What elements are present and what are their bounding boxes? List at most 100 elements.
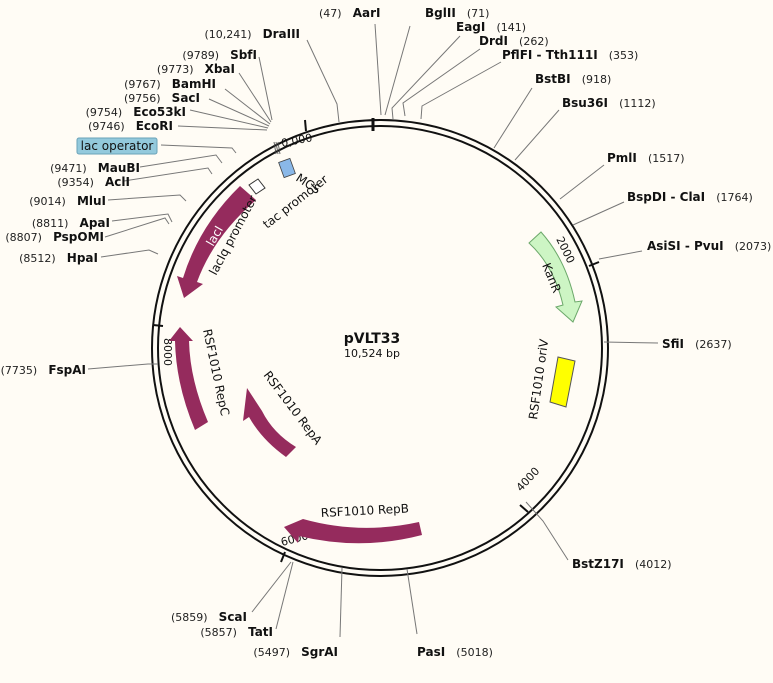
site-name-drdi: DrdI [479,34,508,48]
site-pos-eco53ki: (9754) [86,106,123,119]
site-pos-bamhi: (9767) [124,78,161,91]
site-saci[interactable]: (9756) SacI [124,87,200,106]
site-pmli[interactable]: PmlI (1517) [607,147,685,166]
site-eco53ki[interactable]: (9754) Eco53kI [86,101,186,120]
site-pos-mlui: (9014) [29,195,66,208]
site-ecori[interactable]: (9746) EcoRI [88,115,173,134]
lac-operator-box[interactable] [76,137,158,155]
site-pos-ecori: (9746) [88,120,125,133]
site-pos-apai: (8811) [32,217,69,230]
site-name-hpai: HpaI [67,251,98,265]
lac-operator-label: lac operator [81,139,154,153]
site-name-sfii: SfiI [662,337,684,351]
mcs-cut-ticks [273,141,281,155]
site-pasi[interactable]: PasI (5018) [417,641,493,660]
ori-label: RSF1010 oriV [526,337,551,420]
site-acli[interactable]: (9354) AclI [57,171,130,190]
site-sgrai[interactable]: (5497) SgrAI [253,641,338,660]
site-name-maubi: MauBI [98,161,140,175]
site-labels: (10,241) DraIII (9789) SbfI (9773) XbaI … [1,2,772,660]
site-pos-aari: (47) [319,7,342,20]
site-bsu36i[interactable]: Bsu36I (1112) [562,92,656,111]
site-pflfi-tth111i[interactable]: PflFI - Tth111I (353) [502,44,638,63]
site-name-acli: AclI [105,175,130,189]
site-tati[interactable]: (5857) TatI [200,621,273,640]
site-pos-scai: (5859) [171,611,208,624]
kanr-arrow[interactable] [528,231,583,323]
site-bspdi-clai[interactable]: BspDI - ClaI (1764) [627,186,753,205]
plasmid-backbone [151,119,609,577]
site-pos-bsu36i: (1112) [619,97,656,110]
site-apai[interactable]: (8811) ApaI [32,212,110,231]
site-drdi[interactable]: DrdI (262) [479,30,549,49]
site-pos-draiii: (10,241) [204,28,251,41]
site-pos-sgrai: (5497) [253,646,290,659]
site-name-xbai: XbaI [205,62,235,76]
tick-label-4000: 4000 [514,465,543,494]
site-mlui[interactable]: (9014) MluI [29,190,106,209]
site-name-eagi: EagI [456,20,485,34]
site-scai[interactable]: (5859) ScaI [171,606,247,625]
site-pos-sfii: (2637) [695,338,732,351]
site-pos-saci: (9756) [124,92,161,105]
site-pos-sbfi: (9789) [182,49,219,62]
site-name-eco53ki: Eco53kI [133,105,186,119]
site-pos-bspdi-clai: (1764) [716,191,753,204]
site-xbai[interactable]: (9773) XbaI [157,58,235,77]
site-name-tati: TatI [248,625,273,639]
site-pos-pasi: (5018) [456,646,493,659]
site-name-apai: ApaI [80,216,110,230]
site-name-pflfi-tth111i: PflFI - Tth111I [502,48,598,62]
site-sfii[interactable]: SfiI (2637) [662,333,732,352]
site-name-asisi-pvui: AsiSI - PvuI [647,239,724,253]
repb-label: RSF1010 RepB [320,501,409,520]
site-pos-pspomi: (8807) [5,231,42,244]
site-draiii[interactable]: (10,241) DraIII [204,23,300,42]
site-name-sgrai: SgrAI [301,645,338,659]
site-sbfi[interactable]: (9789) SbfI [182,44,257,63]
tick-mark-8000 [152,324,164,327]
site-pspomi[interactable]: (8807) PspOMI [5,226,104,245]
site-name-bstbi: BstBI [535,72,571,86]
site-bglii[interactable]: BglII (71) [425,2,489,21]
site-name-pmli: PmlI [607,151,637,165]
site-name-ecori: EcoRI [136,119,173,133]
tick-mark-0 [304,119,307,132]
site-name-bamhi: BamHI [172,77,216,91]
tick-label-0: 0,000 [280,131,313,150]
ori-block[interactable] [549,356,576,408]
site-pos-drdi: (262) [519,35,549,48]
laci-arrow[interactable] [177,186,256,298]
site-aari[interactable]: (47) AarI [319,2,380,21]
site-bstz17i[interactable]: BstZ17I (4012) [572,553,672,572]
repb-arrow[interactable] [284,519,422,544]
site-pos-bstz17i: (4012) [635,558,672,571]
site-name-bsu36i: Bsu36I [562,96,608,110]
mcs-block[interactable] [278,157,296,179]
plasmid-length: 10,524 bp [344,347,400,360]
tick-mark-4000 [519,504,529,513]
site-name-sbfi: SbfI [230,48,257,62]
site-connectors [87,23,659,638]
site-name-bglii: BglII [425,6,456,20]
site-name-pasi: PasI [417,645,445,659]
site-pos-asisi-pvui: (2073) [735,240,772,253]
site-name-aari: AarI [353,6,381,20]
repc-arrow[interactable] [169,327,208,430]
tick-label-8000: 8000 [161,338,174,366]
repa-arrow[interactable] [243,388,296,457]
site-eagi[interactable]: EagI (141) [456,16,526,35]
site-bstbi[interactable]: BstBI (918) [535,68,611,87]
site-pos-eagi: (141) [496,21,526,34]
site-hpai[interactable]: (8512) HpaI [19,247,98,266]
site-maubi[interactable]: (9471) MauBI [50,157,140,176]
site-pos-fspai: (7735) [1,364,38,377]
tick-mark-6000 [280,551,286,563]
laciq-promoter-marker [248,178,266,195]
repc-label: RSF1010 RepC [200,328,232,417]
site-fspai[interactable]: (7735) FspAI [1,359,86,378]
site-asisi-pvui[interactable]: AsiSI - PvuI (2073) [647,235,771,254]
ruler-ticks [152,119,600,563]
site-bamhi[interactable]: (9767) BamHI [124,73,216,92]
site-pos-tati: (5857) [200,626,237,639]
